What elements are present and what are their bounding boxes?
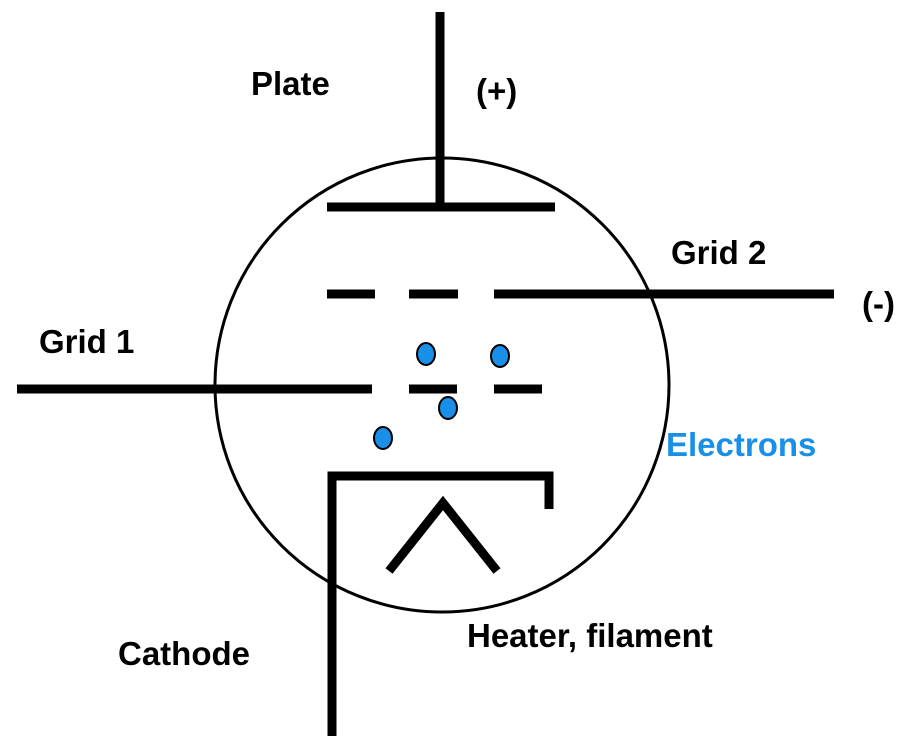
grid1-label: Grid 1 [39, 323, 135, 360]
electron-dot [373, 426, 393, 450]
grid2-label: Grid 2 [671, 234, 767, 271]
plate-polarity-label: (+) [476, 72, 518, 109]
electron-dot [490, 344, 510, 368]
heater-filament [385, 495, 501, 574]
electron-dot [438, 396, 458, 420]
electron-dot [416, 342, 436, 366]
plate-label: Plate [251, 65, 330, 102]
electrons [373, 342, 510, 450]
electrons-label: Electrons [666, 426, 817, 463]
cathode-label: Cathode [118, 635, 250, 672]
cathode-electrode [327, 471, 554, 736]
grid2-polarity-label: (-) [862, 285, 895, 322]
heater-label: Heater, filament [467, 617, 713, 654]
